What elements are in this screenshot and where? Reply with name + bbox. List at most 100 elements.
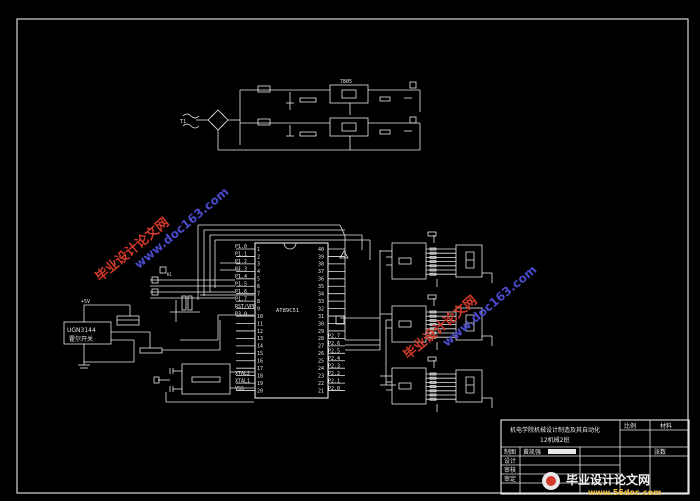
mcu-pin-label: P2.1 (328, 378, 340, 384)
title-line-1: 机电学院机械设计制造及其自动化 (510, 426, 600, 434)
mcu-pin-label: P2.4 (328, 356, 340, 362)
mcu-pin-number: 4 (257, 269, 260, 275)
mcu-pin-number: 16 (257, 359, 263, 365)
mcu-pin-number: 7 (257, 292, 260, 298)
sheet-label: 张数 (654, 448, 666, 456)
svg-text:K1: K1 (167, 272, 172, 277)
mcu-pin-number: 11 (257, 321, 263, 327)
display-driver-stages (380, 231, 493, 412)
crystal-oscillator (153, 363, 254, 403)
mcu-pin-number: 20 (257, 388, 263, 394)
mcu-pin-number: 38 (318, 262, 324, 268)
mcu-pin-number: 2 (257, 254, 260, 260)
mcu-pin-number: 18 (257, 373, 263, 379)
driver-stage (380, 231, 493, 287)
svg-text:T1: T1 (180, 119, 186, 125)
mcu-pin-label: P1.2 (235, 259, 247, 265)
driver-chip (391, 305, 427, 343)
mcu-pin-number: 31 (318, 314, 324, 320)
design-label: 设计 (504, 457, 516, 465)
mcu-pin-number: 6 (257, 284, 260, 290)
mcu-pin-number: 17 (257, 366, 263, 372)
mcu-pin-number: 19 (257, 381, 263, 387)
driver-chip (391, 367, 427, 405)
title-line-2: 12机械2班 (540, 436, 569, 444)
regulator-label: 7805 (340, 79, 352, 85)
mcu-pin-label: P1.7 (235, 296, 247, 302)
mcu-pin-number: 23 (318, 373, 324, 379)
mcu-pin-number: 36 (318, 277, 324, 283)
mcu-pin-label: P1.3 (235, 267, 247, 273)
mcu-pin-number: 13 (257, 336, 263, 342)
scale-label: 比例 (624, 422, 636, 430)
svg-text:www.56doc.com: www.56doc.com (588, 488, 661, 497)
mcu-pin-label: P1.4 (235, 274, 247, 280)
mcu-pin-number: 22 (318, 381, 324, 387)
svg-text:+5V: +5V (81, 299, 90, 305)
mcu-name: AT89C51 (276, 308, 299, 314)
mcu-pin-number: 34 (318, 292, 324, 298)
seven-segment-display (455, 244, 483, 278)
mcu-pin-number: 9 (257, 306, 260, 312)
mcu-pin-label: P3.0 (235, 311, 247, 317)
mcu-pin-number: 14 (257, 344, 263, 350)
hall-sensor-circuit: UGN3144 霍尔开关 +5V (63, 299, 221, 369)
mcu-pin-number: 24 (318, 366, 324, 372)
material-label: 材料 (660, 422, 672, 430)
mcu-pin-number: 29 (318, 329, 324, 335)
designer-name: 黄凯强 (523, 448, 541, 456)
check-label: 审核 (504, 466, 516, 474)
sensor-name: 霍尔开关 (69, 335, 93, 343)
mcu-pin-number: 8 (257, 299, 260, 305)
mcu-pin-label: XTAL2 (235, 371, 250, 377)
watermark-upper: 毕业设计论文网 www.doc163.com (92, 184, 231, 285)
mcu-chip: AT89C51 1P1.02P1.13P1.24P1.35P1.46P1.57P… (235, 242, 345, 399)
mcu-pin-label: RST/VPD (235, 304, 256, 310)
mcu-pin-label: P1.0 (235, 244, 247, 250)
driver-stage (380, 294, 493, 350)
mcu-pin-number: 25 (318, 359, 324, 365)
mcu-pin-label: P2.6 (328, 341, 340, 347)
mcu-pin-number: 10 (257, 314, 263, 320)
mcu-pin-number: 27 (318, 344, 324, 350)
mcu-pin-number: 37 (318, 269, 324, 275)
mcu-pin-number: 26 (318, 351, 324, 357)
mcu-pin-label: P2.3 (328, 363, 340, 369)
mcu-pin-label: XTAL1 (235, 378, 250, 384)
mcu-pin-label: P2.2 (328, 371, 340, 377)
switch-network: K1 (150, 266, 254, 341)
mcu-pin-label: VSS (235, 386, 244, 392)
drawing-border (16, 18, 689, 494)
driver-chip (391, 242, 427, 280)
sensor-model: UGN3144 (67, 327, 96, 334)
review-label: 审定 (504, 475, 516, 483)
mcu-pin-number: 12 (257, 329, 263, 335)
mcu-pin-number: 1 (257, 247, 260, 253)
title-block: 机电学院机械设计制造及其自动化 12机械2班 比例 材料 制图 黄凯强 设计 审… (500, 419, 690, 495)
mcu-pin-number: 15 (257, 351, 263, 357)
svg-text:毕业设计论文网: 毕业设计论文网 (566, 472, 650, 487)
seven-segment-display (455, 369, 483, 403)
driver-stage (380, 356, 493, 412)
drawn-label: 制图 (504, 448, 516, 456)
mcu-pin-number: 39 (318, 254, 324, 260)
mcu-pin-label: P2.5 (328, 349, 340, 355)
mcu-pin-number: 32 (318, 306, 324, 312)
mcu-pin-label: P2.7 (328, 334, 340, 340)
mcu-pin-number: 28 (318, 336, 324, 342)
mcu-pin-number: 5 (257, 277, 260, 283)
mcu-pin-number: 35 (318, 284, 324, 290)
watermark-lower: 毕业设计论文网 www.doc163.com (400, 262, 539, 363)
mcu-pin-number: 40 (318, 247, 324, 253)
p1-wiring (197, 224, 371, 340)
power-supply-circuit: T1 7805 (180, 79, 421, 151)
mcu-pin-number: 3 (257, 262, 260, 268)
mcu-pin-number: 33 (318, 299, 324, 305)
mcu-pin-label: P1.5 (235, 281, 247, 287)
seven-segment-display (455, 307, 483, 341)
mcu-pin-number: 21 (318, 388, 324, 394)
mcu-pin-label: P1.6 (235, 289, 247, 295)
mcu-pin-label: P2.0 (328, 386, 340, 392)
